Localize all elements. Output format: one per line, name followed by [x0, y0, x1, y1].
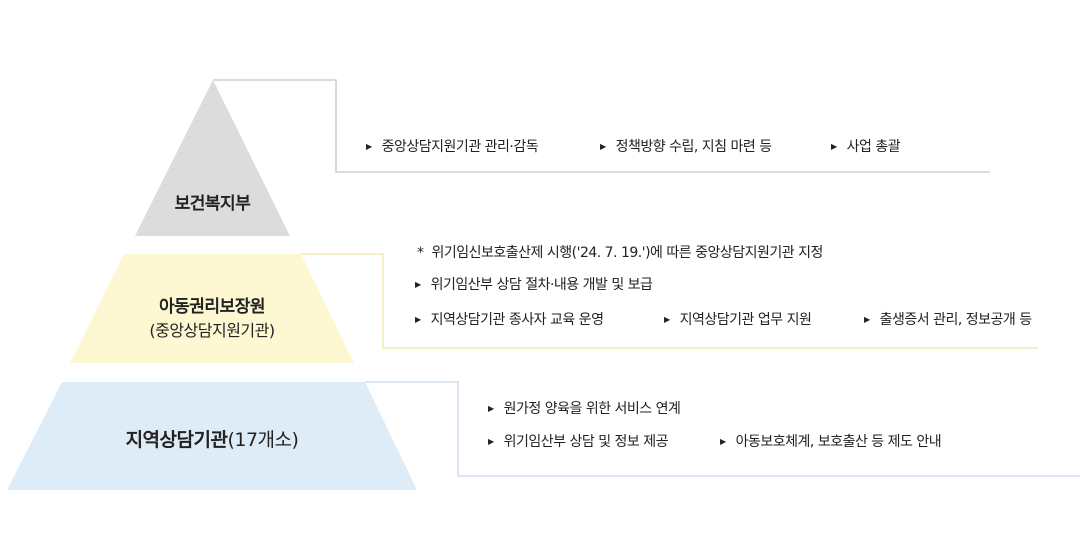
middle-tier-title: 아동권리보장원 [159, 297, 265, 317]
bullet-triangle-icon: ▶ [488, 437, 494, 446]
bullet-triangle-icon: ▶ [600, 142, 606, 151]
bullet-triangle-icon: ▶ [415, 315, 421, 324]
top-tier-shape [135, 80, 290, 236]
bottom-tier-name: 지역상담기관 [125, 429, 228, 451]
list-item: ▶위기임산부 상담 절차·내용 개발 및 보급 [415, 277, 653, 293]
middle-tier-subtitle: (중앙상담지원기관) [149, 321, 275, 340]
list-item: ▶정책방향 수립, 지침 마련 등 [600, 139, 772, 155]
bottom-tier-shape [7, 382, 417, 490]
list-item: ▶지역상담기관 업무 지원 [664, 312, 812, 328]
middle-tier-shape [70, 254, 354, 363]
list-item: ▶출생증서 관리, 정보공개 등 [864, 312, 1032, 328]
bullet-triangle-icon: ▶ [831, 142, 837, 151]
bottom-connector-line [365, 381, 1080, 477]
top-connector-line [213, 79, 990, 173]
bullet-triangle-icon: ▶ [864, 315, 870, 324]
bullet-triangle-icon: ▶ [664, 315, 670, 324]
list-item: ▶위기임산부 상담 및 정보 제공 [488, 434, 669, 450]
list-item: ▶중앙상담지원기관 관리·감독 [366, 139, 539, 155]
bottom-tier-count: (17개소) [227, 429, 299, 451]
list-item: ▶아동보호체계, 보호출산 등 제도 안내 [720, 434, 942, 450]
list-item: ▶지역상담기관 종사자 교육 운영 [415, 312, 604, 328]
bottom-tier-title: 지역상담기관(17개소) [7, 425, 417, 452]
bullet-triangle-icon: ▶ [415, 280, 421, 289]
note-item: *위기임신보호출산제 시행('24. 7. 19.')에 따른 중앙상담지원기관… [417, 245, 823, 261]
middle-connector-line [301, 253, 1038, 349]
bullet-triangle-icon: ▶ [488, 404, 494, 413]
asterisk-marker: * [417, 245, 424, 261]
bullet-triangle-icon: ▶ [366, 142, 372, 151]
top-tier-title: 보건복지부 [174, 194, 251, 214]
list-item: ▶원가정 양육을 위한 서비스 연계 [488, 401, 681, 417]
list-item: ▶사업 총괄 [831, 139, 901, 155]
bullet-triangle-icon: ▶ [720, 437, 726, 446]
